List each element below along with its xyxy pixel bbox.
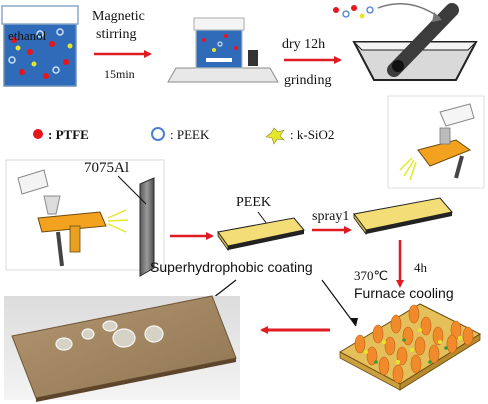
coating-spikes: [354, 304, 474, 384]
temperature-label: 370℃: [354, 268, 388, 283]
stirring-time-label: 15min: [104, 67, 135, 81]
mortar-and-pestle: [352, 3, 478, 81]
substrate-pointer: [117, 175, 147, 205]
beaker-particles: [8, 28, 73, 79]
ethanol-beaker: [1, 5, 79, 87]
double-coated-plate: [353, 197, 453, 236]
dry-label: dry 12h: [282, 37, 325, 52]
legend-ptfe-label: : PTFE: [48, 127, 89, 142]
stirring-label-line1: Magnetic: [92, 9, 145, 24]
water-droplets: [55, 320, 164, 351]
coating-schematic: [338, 303, 482, 391]
legend: : PTFE : PEEK : k-SiO2: [33, 127, 334, 145]
coating-particles: [364, 328, 462, 364]
legend-sio2-label: : k-SiO2: [290, 127, 334, 142]
time-label: 4h: [414, 260, 428, 275]
legend-ptfe-marker: [33, 129, 43, 139]
legend-peek-marker: [151, 127, 165, 141]
grinding-label: grinding: [284, 73, 331, 88]
peek-coated-plate: [217, 217, 305, 252]
magnetic-stirrer: [167, 17, 279, 83]
legend-peek-label: : PEEK: [170, 127, 210, 142]
furnace-cooling-label: Furnace cooling: [354, 285, 454, 301]
coating-photo: [4, 295, 240, 402]
peek-plate-label: PEEK: [236, 195, 271, 210]
spray-gun-2-panel: [387, 95, 485, 189]
substrate-label: 7075Al: [84, 160, 129, 176]
ethanol-label: ethanol: [8, 28, 47, 43]
legend-sio2-marker: [265, 127, 285, 145]
stirring-label-line2: stirring: [96, 27, 136, 42]
spray-gun-1-panel: [5, 159, 165, 271]
falling-powder: [333, 5, 374, 19]
coating-label: Superhydrophobic coating: [150, 259, 313, 275]
aluminum-substrate: [139, 177, 155, 277]
spray1-label: spray1: [312, 209, 349, 224]
